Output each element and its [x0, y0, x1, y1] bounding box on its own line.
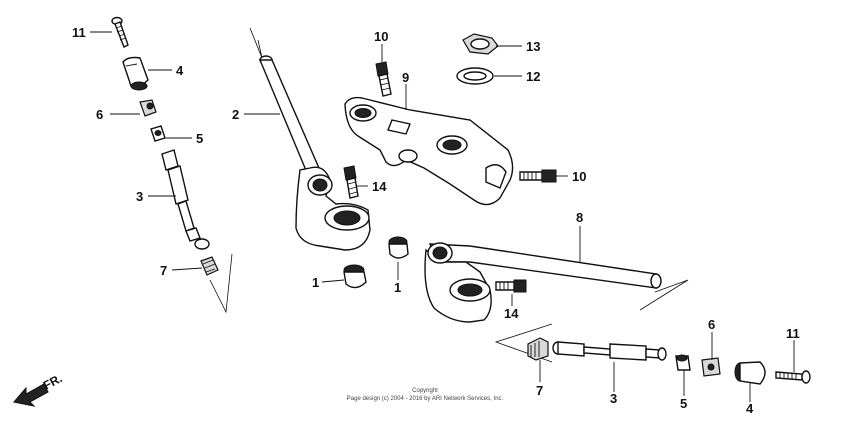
inner-shaft-part-3-left [161, 149, 210, 250]
bolt-part-10-right [519, 169, 557, 183]
callout-13: 13 [526, 39, 540, 54]
callout-7-right: 7 [536, 383, 543, 398]
callout-11-right: 11 [786, 326, 800, 341]
right-handlebar-part-8 [424, 242, 689, 323]
bolt-part-14-upper [343, 165, 359, 199]
top-bridge-part-9 [344, 96, 514, 206]
collar-part-6-right [701, 357, 721, 377]
front-direction-indicator: FR. [13, 371, 64, 407]
callout-3-right: 3 [610, 391, 617, 406]
cap-part-1-right [388, 236, 409, 259]
callout-6-right: 6 [708, 317, 715, 332]
callout-4-right: 4 [746, 401, 754, 416]
bolt-part-14-lower [495, 279, 527, 293]
nut-part-13 [462, 33, 499, 55]
callout-1-left: 1 [312, 275, 319, 290]
screw-part-11-left [111, 16, 129, 48]
bolt-part-10-top [375, 61, 392, 97]
callout-9: 9 [402, 70, 409, 85]
nut-part-7-left [200, 256, 219, 276]
callout-5-right: 5 [680, 396, 687, 411]
guide-line-left [209, 253, 233, 314]
callout-3-left: 3 [136, 189, 143, 204]
washer-part-12 [456, 67, 494, 85]
callout-10-right: 10 [572, 169, 586, 184]
leader-lines [90, 31, 795, 402]
callout-14-lower: 14 [504, 306, 519, 321]
bar-end-weight-part-4-right [734, 361, 766, 385]
nut-part-7-right [527, 337, 549, 361]
callout-14-upper: 14 [372, 179, 387, 194]
copyright-line-1: Copyright [412, 388, 438, 394]
screw-part-11-right [775, 370, 811, 384]
callout-2: 2 [232, 107, 239, 122]
right-cable-assembly [494, 323, 811, 385]
copyright-line-2: Page design (c) 2004 - 2016 by ARI Netwo… [347, 396, 504, 402]
callout-10-top: 10 [374, 29, 388, 44]
callout-5-left: 5 [196, 131, 203, 146]
left-cable-assembly [111, 16, 233, 314]
inner-shaft-part-3-right [552, 341, 667, 361]
callout-1-right: 1 [394, 280, 401, 295]
callout-4-left: 4 [176, 63, 184, 78]
callout-labels: 11 4 6 5 3 7 2 10 9 13 12 14 10 1 1 8 14… [72, 25, 800, 416]
callout-8: 8 [576, 210, 583, 225]
front-arrow-icon [13, 383, 49, 407]
left-handlebar-part-2 [249, 27, 371, 251]
callout-6-left: 6 [96, 107, 103, 122]
copyright-notice: Copyright Page design (c) 2004 - 2016 by… [347, 388, 504, 402]
collar-part-6-left [139, 99, 157, 117]
cap-part-1-left [343, 264, 367, 289]
bar-end-weight-part-4-left [122, 56, 149, 91]
bushing-part-5-left [150, 125, 166, 142]
callout-11-left: 11 [72, 25, 86, 40]
callout-12: 12 [526, 69, 540, 84]
callout-7-left: 7 [160, 263, 167, 278]
bushing-part-5-right [675, 354, 691, 371]
